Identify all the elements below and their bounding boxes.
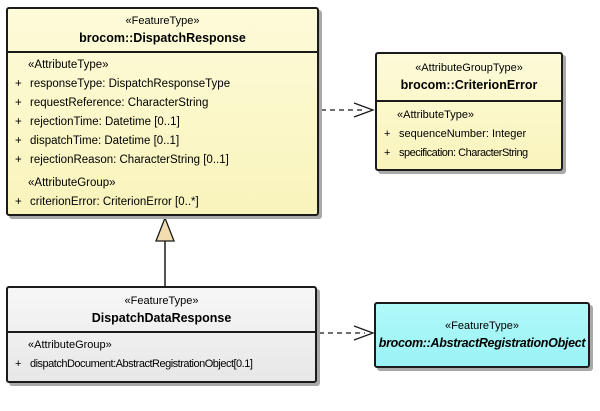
attribute-group-heading: «AttributeGroup» — [28, 339, 112, 351]
attribute-row: + requestReference: CharacterString — [8, 94, 317, 113]
attribute-group-heading: «AttributeGroup» — [28, 177, 116, 189]
class-name: brocom::CriterionError — [400, 78, 538, 92]
attribute-text: specification: CharacterString — [399, 147, 528, 159]
attribute-text: rejectionTime: Datetime [0..1] — [30, 116, 180, 128]
visibility-marker: + — [15, 358, 22, 370]
attributes-compartment: «AttributeType» + responseType: Dispatch… — [8, 53, 317, 212]
attributes-compartment: «AttributeGroup» + dispatchDocument:Abst… — [8, 333, 315, 374]
class-header: «FeatureType» brocom::AbstractRegistrati… — [376, 304, 588, 366]
class-name: brocom::AbstractRegistrationObject — [378, 336, 586, 350]
attribute-text: dispatchTime: Datetime [0..1] — [30, 135, 180, 147]
attribute-text: responseType: DispatchResponseType — [30, 78, 231, 90]
attribute-row: + specification: CharacterString — [377, 144, 561, 163]
class-header: «AttributeGroupType» brocom::CriterionEr… — [377, 54, 561, 102]
visibility-marker: + — [15, 78, 22, 90]
class-box-criterion-error[interactable]: «AttributeGroupType» brocom::CriterionEr… — [375, 52, 563, 171]
attributes-compartment: «AttributeType» + sequenceNumber: Intege… — [377, 102, 561, 163]
stereotype-label: «FeatureType» — [125, 15, 200, 27]
visibility-marker: + — [15, 135, 22, 147]
visibility-marker: + — [15, 97, 22, 109]
attribute-text: rejectionReason: CharacterString [0..1] — [30, 154, 229, 166]
visibility-marker: + — [384, 128, 391, 140]
attribute-text: requestReference: CharacterString — [30, 97, 209, 109]
attribute-row: + responseType: DispatchResponseType — [8, 75, 317, 94]
class-box-dispatch-response[interactable]: «FeatureType» brocom::DispatchResponse «… — [6, 7, 319, 216]
class-header: «FeatureType» brocom::DispatchResponse — [8, 9, 317, 53]
dependency-arrowhead-criterion-error-icon — [353, 102, 375, 118]
attribute-text: criterionError: CriterionError [0..*] — [30, 196, 199, 208]
class-name: DispatchDataResponse — [91, 310, 232, 325]
attribute-row: + sequenceNumber: Integer — [377, 125, 561, 144]
visibility-marker: + — [15, 196, 22, 208]
visibility-marker: + — [15, 154, 22, 166]
attribute-row: + rejectionReason: CharacterString [0..1… — [8, 151, 317, 170]
attribute-row: + dispatchDocument:AbstractRegistrationO… — [8, 355, 315, 374]
dependency-arrowhead-abstract-registration-icon — [353, 325, 375, 341]
attribute-row: + dispatchTime: Datetime [0..1] — [8, 132, 317, 151]
attribute-type-heading: «AttributeType» — [397, 109, 475, 121]
stereotype-label: «FeatureType» — [445, 320, 519, 332]
stereotype-label: «AttributeGroupType» — [415, 62, 523, 74]
class-header: «FeatureType» DispatchDataResponse — [8, 288, 315, 333]
generalization-arrowhead-icon — [155, 216, 175, 242]
attribute-text: sequenceNumber: Integer — [399, 128, 527, 140]
attribute-row: + rejectionTime: Datetime [0..1] — [8, 113, 317, 132]
class-box-abstract-registration-object[interactable]: «FeatureType» brocom::AbstractRegistrati… — [374, 302, 590, 368]
class-name: brocom::DispatchResponse — [79, 31, 246, 45]
visibility-marker: + — [384, 147, 391, 159]
attribute-row: + criterionError: CriterionError [0..*] — [8, 193, 317, 212]
visibility-marker: + — [15, 116, 22, 128]
stereotype-label: «FeatureType» — [124, 294, 199, 307]
attribute-text: dispatchDocument:AbstractRegistrationObj… — [30, 358, 253, 370]
class-box-dispatch-data-response[interactable]: «FeatureType» DispatchDataResponse «Attr… — [6, 286, 317, 383]
attribute-type-heading: «AttributeType» — [28, 59, 109, 71]
